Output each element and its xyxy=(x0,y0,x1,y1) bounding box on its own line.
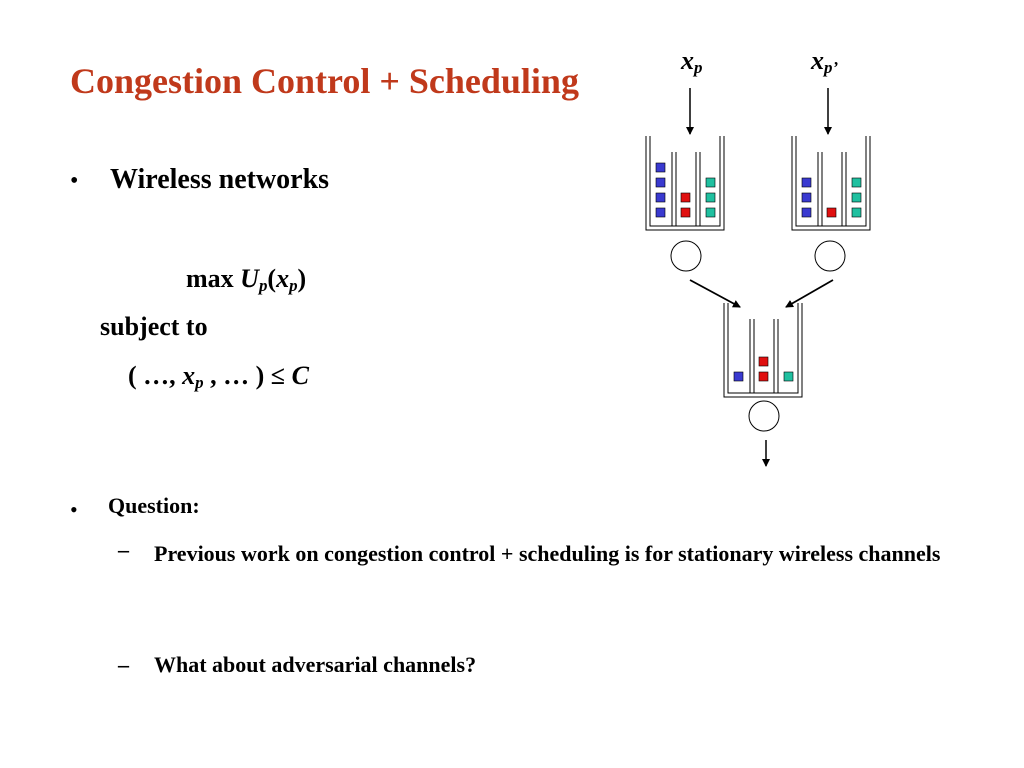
queue-buffer-bottom xyxy=(723,303,803,398)
queue-packets-left xyxy=(655,162,716,218)
queue-packets-bottom xyxy=(733,356,794,382)
queue-buffer-right xyxy=(791,136,871,231)
constraint-start: ( …, xyxy=(128,361,183,390)
subject-to-label: subject to xyxy=(100,312,208,341)
constraint-rate-symbol: x xyxy=(182,361,196,390)
capacity-symbol: C xyxy=(291,361,309,390)
close-paren: ) xyxy=(297,264,307,293)
rate-symbol: x xyxy=(276,264,290,293)
bullet-question: Question: xyxy=(108,493,200,518)
rate-subscript: p xyxy=(289,276,298,296)
utility-symbol: U xyxy=(240,264,259,293)
source-rate-label-left: xp xyxy=(681,46,703,78)
server-node-left xyxy=(670,240,702,272)
server-node-right xyxy=(814,240,846,272)
objective-formula: max Up(xp) xyxy=(186,264,306,296)
bullet-wireless-networks: Wireless networks xyxy=(110,164,330,195)
sub-bullet-marker: – xyxy=(118,537,129,562)
sub-bullet-previous-work: Previous work on congestion control + sc… xyxy=(154,541,941,566)
server-node-bottom xyxy=(748,400,780,432)
queue-packets-right xyxy=(801,177,862,218)
sub-bullet-adversarial: What about adversarial channels? xyxy=(154,652,477,677)
sub-bullet-marker: – xyxy=(118,652,129,677)
constraint-end: , … ) xyxy=(203,361,271,390)
utility-subscript: p xyxy=(258,276,268,296)
queue-buffer-left xyxy=(645,136,725,231)
slide-title: Congestion Control + Scheduling xyxy=(70,61,579,101)
open-paren: ( xyxy=(267,264,277,293)
constraint-formula: ( …, xp , … ) ≤ C xyxy=(128,361,309,393)
max-word: max xyxy=(186,264,234,293)
merge-arrow-right xyxy=(785,279,834,308)
constraint-rate-subscript: p xyxy=(195,373,204,393)
bullet-marker: • xyxy=(70,497,78,522)
merge-arrow-left xyxy=(689,279,741,308)
bullet-marker: • xyxy=(70,168,79,194)
source-rate-label-right: xp’ xyxy=(811,46,839,78)
leq-symbol: ≤ xyxy=(270,361,286,390)
